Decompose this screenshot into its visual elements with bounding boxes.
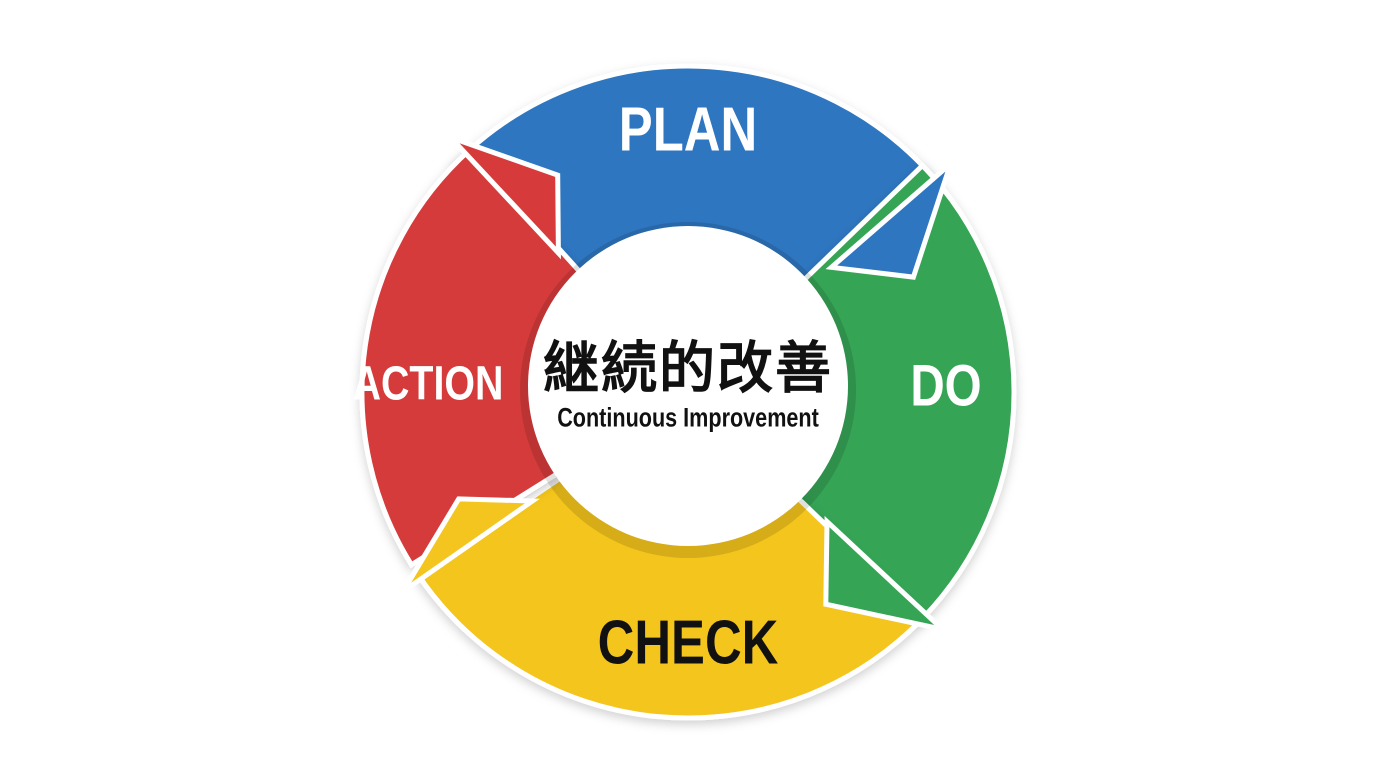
arrowhead-plan-icon <box>825 155 956 280</box>
center-title-japanese: 継続的改善 <box>543 335 833 402</box>
stage-label-do: DO <box>910 353 982 419</box>
stage-label-action: ACTION <box>352 357 504 411</box>
arrowhead-action-icon <box>448 135 561 260</box>
center-circle <box>528 226 848 546</box>
stage-label-plan: PLAN <box>618 95 758 165</box>
center-title-english: Continuous Improvement <box>557 402 819 433</box>
stage-label-check: CHECK <box>597 608 779 678</box>
arrowhead-check-icon <box>400 496 541 594</box>
arrowhead-do-icon <box>823 515 951 634</box>
